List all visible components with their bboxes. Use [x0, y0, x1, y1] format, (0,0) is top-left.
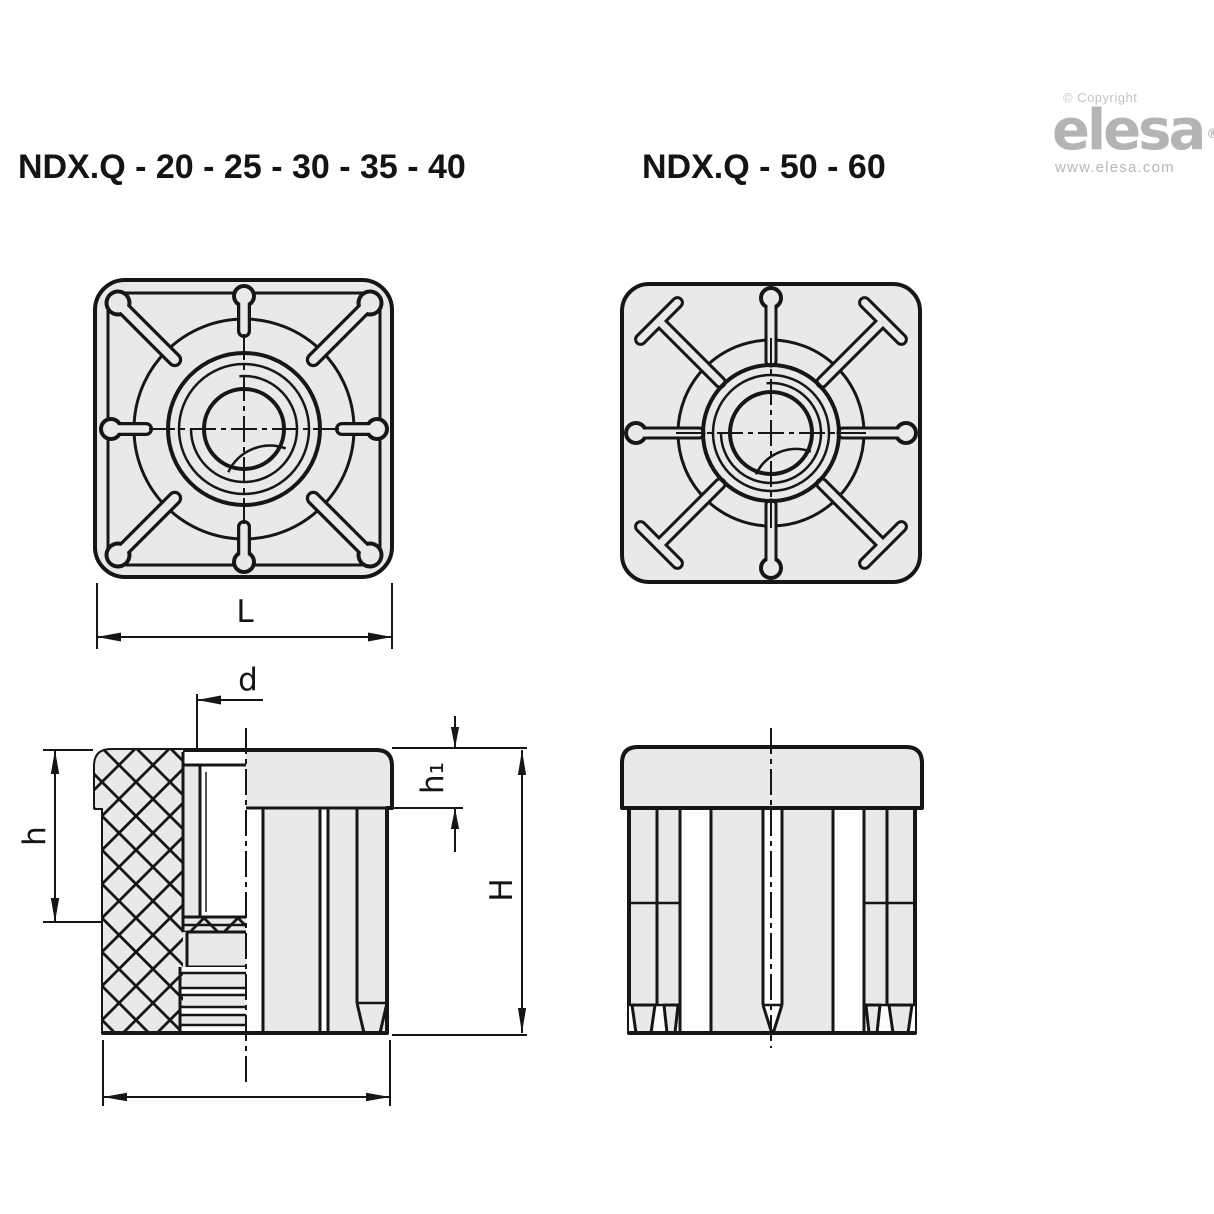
knurled-section-hatch — [95, 750, 183, 1033]
dim-label-H: H — [484, 878, 520, 901]
spokes-core — [632, 294, 910, 572]
spoke-knobs-core — [103, 288, 385, 570]
centerline-cross — [149, 334, 339, 524]
dim-label-h: h — [17, 826, 53, 846]
dim-label-d: d — [238, 662, 258, 698]
view-large-cap-top — [620, 282, 922, 584]
rib-slots — [629, 808, 915, 1033]
dim-label-L: L — [236, 594, 254, 630]
dim-H: H — [392, 750, 527, 1036]
spoke-tips-core — [628, 290, 914, 576]
bore-lines — [181, 752, 246, 932]
spokes-core — [107, 292, 381, 566]
view-small-cap-top — [93, 278, 394, 579]
copyright-text: © Copyright — [1063, 90, 1138, 105]
retention-rib-stack — [178, 967, 246, 1033]
dim-bottom-width — [102, 1040, 391, 1106]
title-ndxq-large: NDX.Q - 50 - 60 — [642, 148, 886, 186]
elesa-logo: © Copyright elesa® www.elesa.com — [1040, 90, 1214, 176]
dim-L: L — [96, 583, 393, 649]
registered-mark-icon: ® — [1206, 127, 1214, 142]
elesa-logotype: elesa® — [1040, 103, 1214, 159]
view-small-cap-section — [93, 728, 394, 1085]
threaded-bore-void — [200, 765, 246, 917]
dim-h: h — [17, 749, 101, 923]
dim-h1: h₁ — [392, 716, 527, 852]
dim-d: d — [196, 662, 263, 748]
title-ndxq-small: NDX.Q - 20 - 25 - 30 - 35 - 40 — [18, 148, 466, 186]
elesa-logotype-text: elesa — [1052, 98, 1206, 163]
external-ribs-right-half — [246, 806, 392, 1034]
website-url: www.elesa.com — [1055, 159, 1175, 176]
dim-label-h1: h₁ — [415, 762, 451, 794]
bore-entry — [183, 752, 246, 765]
view-large-cap-side — [620, 728, 924, 1048]
centerline-cross — [676, 338, 866, 528]
